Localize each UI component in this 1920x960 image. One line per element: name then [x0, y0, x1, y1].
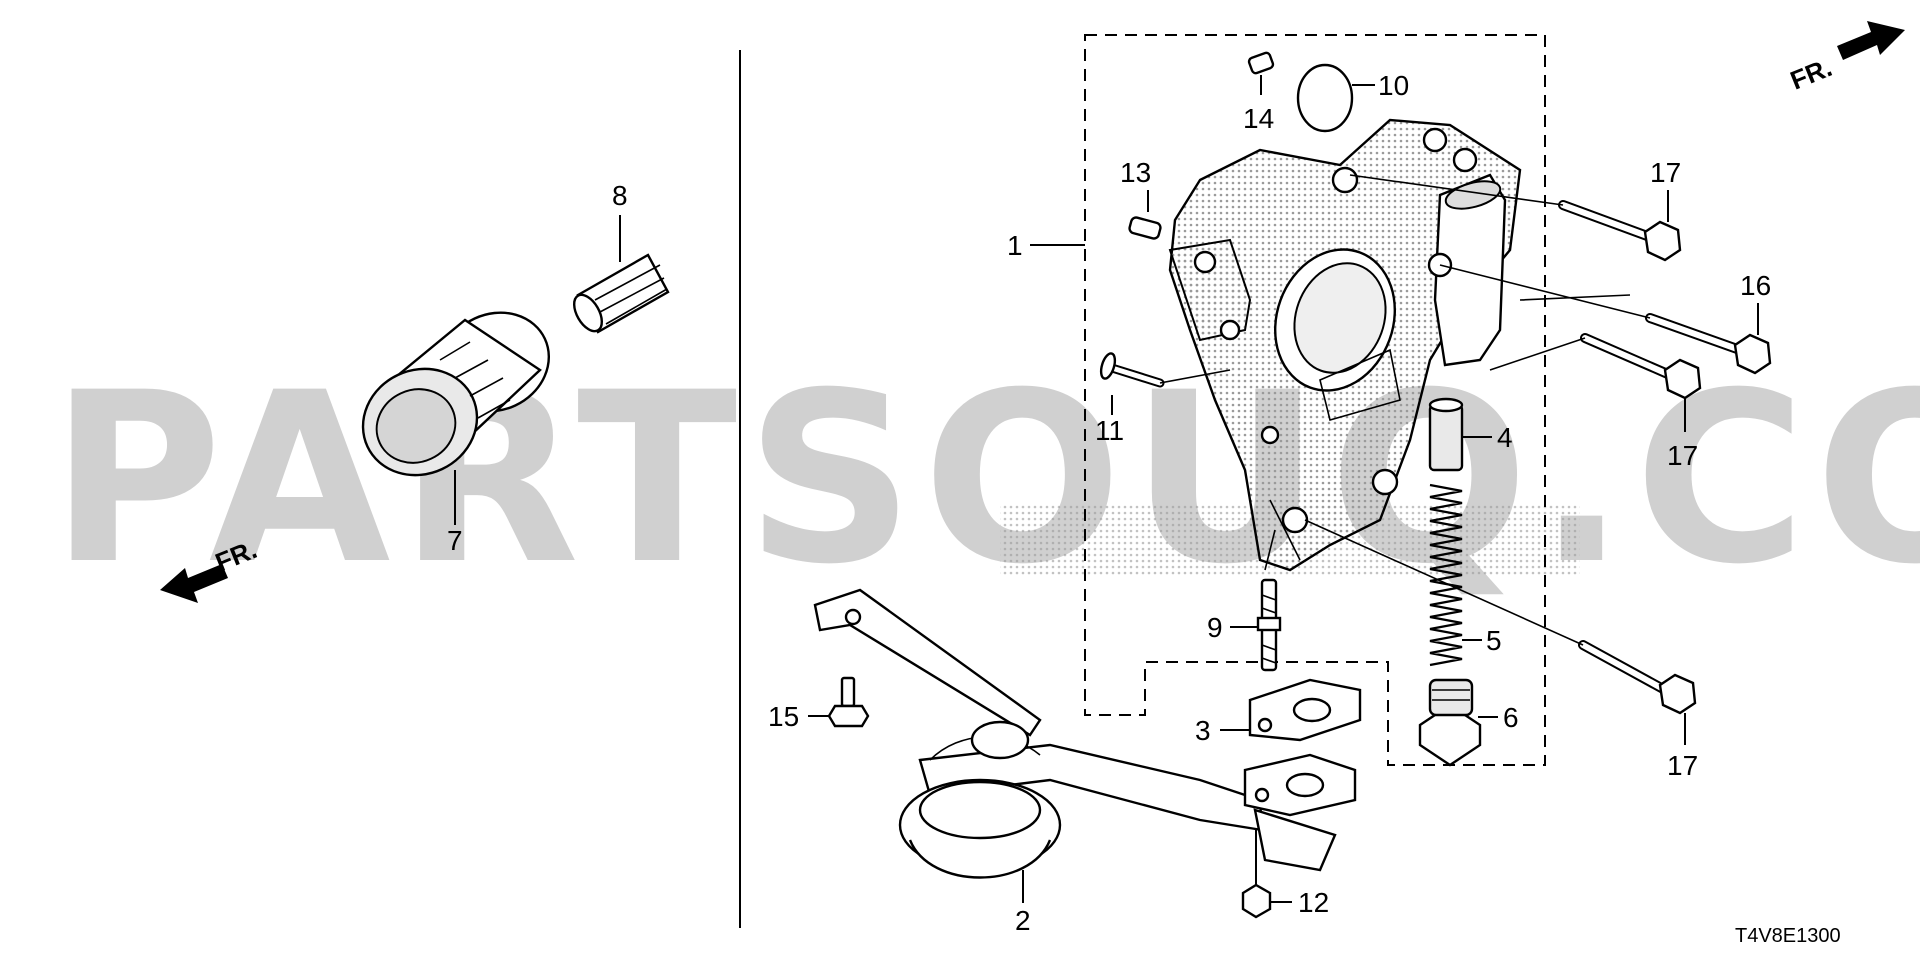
callout-1[interactable]: 1 [1007, 230, 1023, 261]
oil-filter-part[interactable] [345, 295, 565, 493]
stud-bolt-part[interactable] [1256, 578, 1282, 672]
dowel-pin-13-part[interactable] [1128, 216, 1162, 240]
assembly-guide-lines [1304, 174, 1651, 646]
nut-12-part[interactable] [1241, 883, 1272, 919]
callout-5[interactable]: 5 [1486, 625, 1502, 656]
o-ring-part[interactable] [1296, 63, 1354, 133]
callout-17-top[interactable]: 17 [1650, 157, 1681, 188]
oil-strainer-part[interactable] [813, 588, 1357, 879]
diagram-code: T4V8E1300 [1735, 925, 1841, 947]
callout-7[interactable]: 7 [447, 525, 463, 556]
callout-8[interactable]: 8 [612, 180, 628, 211]
bolt-17-top-part[interactable] [1558, 200, 1682, 262]
bolt-17-middle-part[interactable] [1580, 333, 1702, 400]
bolt-16-part[interactable] [1645, 313, 1772, 375]
callout-4[interactable]: 4 [1497, 422, 1513, 453]
bolt-17-bottom-part[interactable] [1578, 640, 1697, 715]
callout-16[interactable]: 16 [1740, 270, 1771, 301]
union-fitting-part[interactable] [568, 253, 670, 336]
sealing-bolt-part[interactable] [1418, 678, 1482, 767]
callout-12[interactable]: 12 [1298, 887, 1329, 918]
relief-spring-part[interactable] [1429, 483, 1463, 667]
bolt-11-part[interactable] [1098, 352, 1165, 388]
dowel-pin-14-part[interactable] [1247, 51, 1275, 75]
callout-17-middle[interactable]: 17 [1667, 440, 1698, 471]
assembly-group-outline [1084, 34, 1546, 766]
front-label-right: FR. [1786, 52, 1836, 96]
bolt-15-part[interactable] [827, 676, 870, 728]
callout-10[interactable]: 10 [1378, 70, 1409, 101]
callout-11[interactable]: 11 [1095, 415, 1124, 446]
callout-2[interactable]: 2 [1015, 905, 1031, 936]
callout-14[interactable]: 14 [1243, 103, 1274, 134]
relief-valve-part[interactable] [1428, 397, 1464, 472]
callout-9[interactable]: 9 [1207, 612, 1223, 643]
callout-13[interactable]: 13 [1120, 157, 1151, 188]
callout-17-bottom[interactable]: 17 [1667, 750, 1698, 781]
oil-pump-body-part[interactable] [1168, 118, 1522, 572]
gasket-part[interactable] [1248, 678, 1362, 742]
watermark-text: PARTSOUQ.COM [50, 343, 1920, 616]
front-arrow-right: FR. [1786, 21, 1905, 96]
callout-3[interactable]: 3 [1195, 715, 1211, 746]
callout-15[interactable]: 15 [768, 701, 799, 732]
callout-6[interactable]: 6 [1503, 702, 1519, 733]
